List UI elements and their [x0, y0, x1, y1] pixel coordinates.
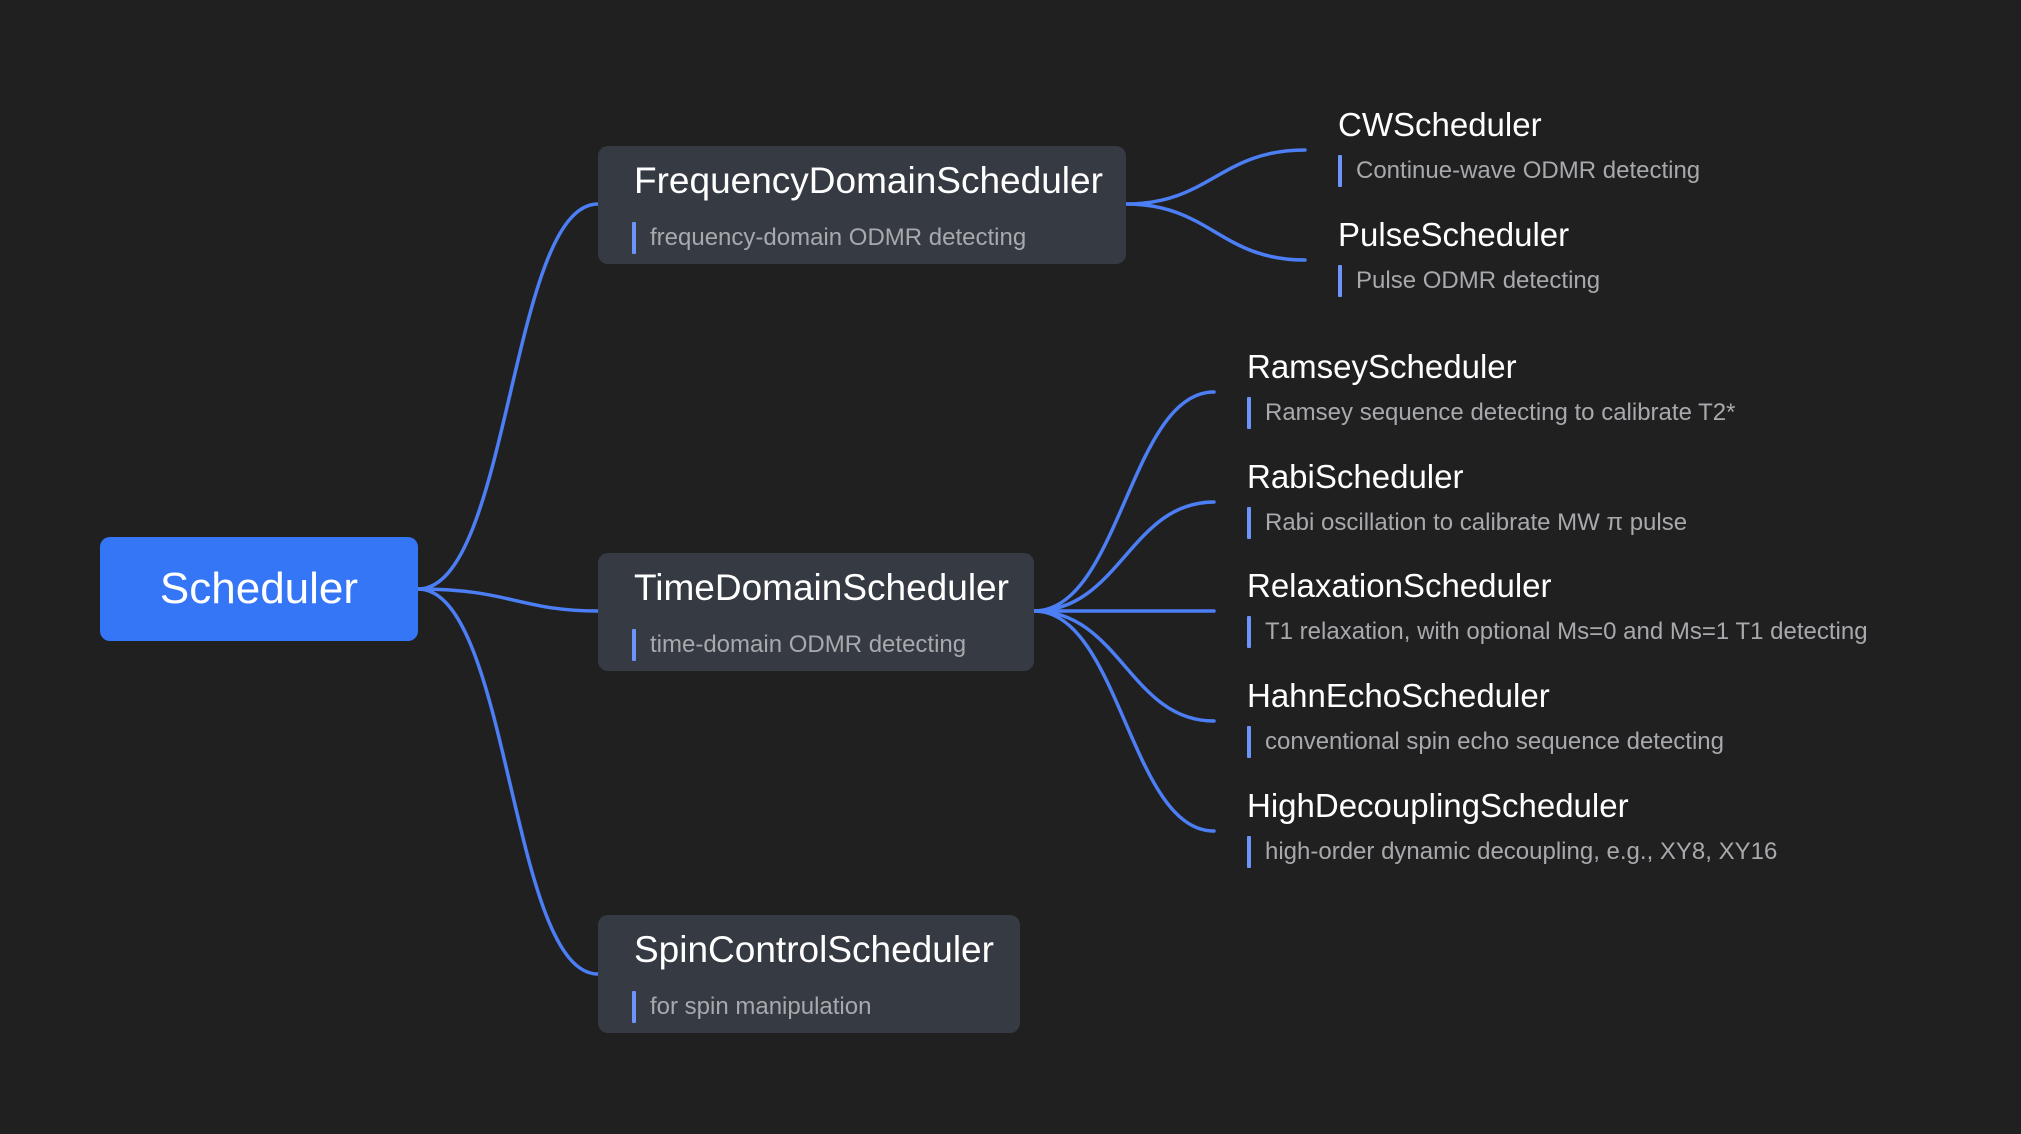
root-node-label: Scheduler — [159, 564, 359, 613]
link-root-time — [416, 587, 600, 613]
leaf-cw-scheduler[interactable]: CWScheduler Continue-wave ODMR detecting — [1338, 105, 1700, 187]
leaf-hahn-echo-scheduler[interactable]: HahnEchoScheduler conventional spin echo… — [1247, 676, 1724, 758]
link-frequency-cw — [1124, 148, 1307, 206]
link-time-hahn — [1032, 609, 1216, 723]
leaf-title: HighDecouplingScheduler — [1247, 787, 1629, 824]
link-time-rabi — [1032, 500, 1216, 613]
node-title: TimeDomainScheduler — [634, 567, 1009, 608]
link-time-ramsey — [1032, 390, 1216, 613]
leaf-high-decoupling-scheduler[interactable]: HighDecouplingScheduler high-order dynam… — [1247, 786, 1777, 868]
node-time-domain-scheduler[interactable]: TimeDomainScheduler time-domain ODMR det… — [598, 553, 1034, 671]
link-root-frequency — [416, 202, 600, 591]
leaf-note: conventional spin echo sequence detectin… — [1247, 726, 1724, 758]
node-note: frequency-domain ODMR detecting — [632, 222, 1026, 254]
leaf-title: RelaxationScheduler — [1247, 567, 1552, 604]
node-title: SpinControlScheduler — [634, 929, 994, 970]
leaf-note: high-order dynamic decoupling, e.g., XY8… — [1247, 836, 1777, 868]
node-title: FrequencyDomainScheduler — [634, 160, 1103, 201]
leaf-title: RabiScheduler — [1247, 458, 1464, 495]
link-root-spin — [416, 587, 600, 976]
node-frequency-domain-scheduler[interactable]: FrequencyDomainScheduler frequency-domai… — [598, 146, 1126, 264]
leaf-note: T1 relaxation, with optional Ms=0 and Ms… — [1247, 616, 1868, 648]
leaf-title: HahnEchoScheduler — [1247, 677, 1550, 714]
leaf-ramsey-scheduler[interactable]: RamseyScheduler Ramsey sequence detectin… — [1247, 347, 1736, 429]
link-frequency-pulse — [1124, 202, 1307, 262]
leaf-note: Ramsey sequence detecting to calibrate T… — [1247, 397, 1736, 429]
node-spin-control-scheduler[interactable]: SpinControlScheduler for spin manipulati… — [598, 915, 1020, 1033]
leaf-title: RamseyScheduler — [1247, 348, 1517, 385]
leaf-title: PulseScheduler — [1338, 216, 1570, 253]
leaf-title: CWScheduler — [1338, 106, 1542, 143]
leaf-pulse-scheduler[interactable]: PulseScheduler Pulse ODMR detecting — [1338, 215, 1600, 297]
link-time-high — [1032, 609, 1216, 833]
node-note: time-domain ODMR detecting — [632, 629, 966, 661]
leaf-note: Continue-wave ODMR detecting — [1338, 155, 1700, 187]
leaf-note: Rabi oscillation to calibrate MW π pulse — [1247, 507, 1687, 539]
node-note: for spin manipulation — [632, 991, 871, 1023]
leaf-rabi-scheduler[interactable]: RabiScheduler Rabi oscillation to calibr… — [1247, 457, 1687, 539]
leaf-note: Pulse ODMR detecting — [1338, 265, 1600, 297]
leaf-relaxation-scheduler[interactable]: RelaxationScheduler T1 relaxation, with … — [1247, 566, 1868, 648]
root-node-scheduler[interactable]: Scheduler — [100, 537, 418, 641]
